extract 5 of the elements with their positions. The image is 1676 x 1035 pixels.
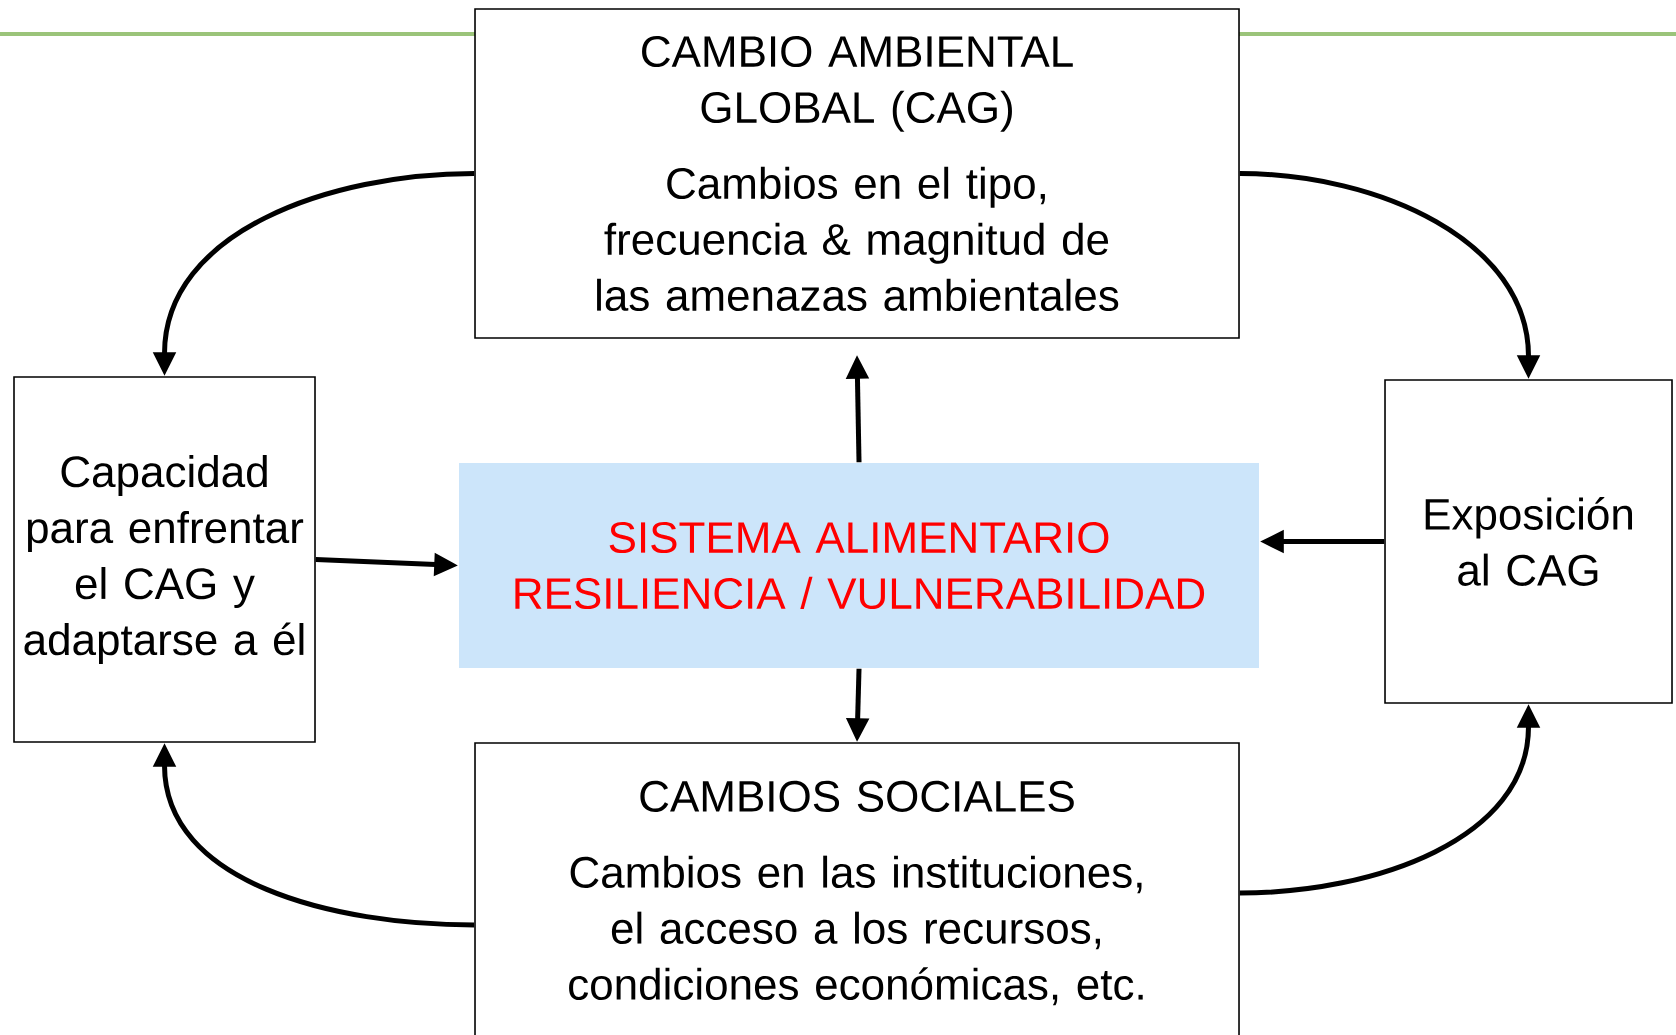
process-box: CAMBIOS SOCIALES Cambios en las instituciones, el acceso a los recursos, condiciones económicas, etc. xyxy=(474,742,1240,1035)
process-box: CAMBIO AMBIENTAL GLOBAL (CAG) Cambios en el tipo, frecuencia & magnitud de las amenazas ambientales xyxy=(474,8,1240,339)
system-box: SISTEMA ALIMENTARIO RESILIENCIA / VULNERABILIDAD xyxy=(459,463,1259,668)
process-box: Exposición al CAG xyxy=(1384,379,1673,704)
process-box: Capacidad para enfrentar el CAG y adaptarse a él xyxy=(13,376,316,743)
